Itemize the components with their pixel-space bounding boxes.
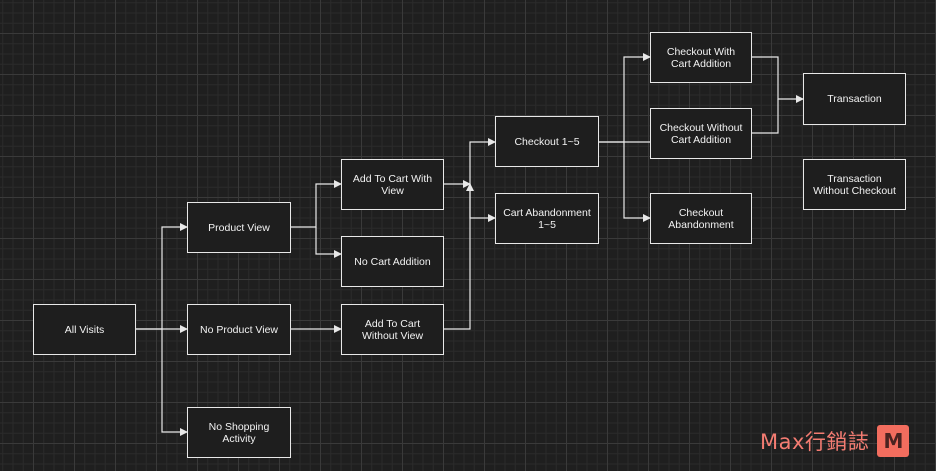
node-product-view[interactable]: Product View	[187, 202, 291, 253]
connector-visits-to-product-view	[135, 223, 188, 330]
node-all-visits-label: All Visits	[64, 323, 105, 336]
node-checkout-without-cart-addition-label: Checkout Without Cart Addition	[659, 121, 743, 146]
node-no-shopping-activity[interactable]: No Shopping Activity	[187, 407, 291, 458]
connector-visits-to-no-shopping	[161, 329, 188, 436]
connector-merge-to-cart-abandonment	[469, 184, 496, 222]
node-no-cart-addition-label: No Cart Addition	[354, 255, 431, 268]
brand-watermark: Max行銷誌 M	[760, 425, 910, 457]
connector-without-cart-to-transaction	[752, 99, 779, 134]
node-no-cart-addition[interactable]: No Cart Addition	[341, 236, 444, 287]
node-no-product-view-label: No Product View	[199, 323, 278, 336]
connector-checkout-to-abandonment	[623, 142, 651, 222]
node-transaction[interactable]: Transaction	[803, 73, 906, 125]
node-product-view-label: Product View	[208, 221, 270, 234]
node-checkout-abandonment[interactable]: Checkout Abandonment	[650, 193, 752, 244]
node-no-product-view[interactable]: No Product View	[187, 304, 291, 355]
node-checkout-1-5-label: Checkout 1~5	[514, 135, 580, 148]
node-add-to-cart-with-view-label: Add To Cart With View	[352, 172, 433, 197]
node-cart-abandonment-1-5[interactable]: Cart Abandonment 1~5	[495, 193, 599, 244]
connector-product-view-to-no-cart	[315, 227, 342, 258]
connector-merge-to-checkout	[469, 138, 496, 184]
node-transaction-without-checkout-label: Transaction Without Checkout	[813, 172, 896, 197]
connector-product-view-to-add-to-cart	[290, 180, 342, 228]
node-checkout-abandonment-label: Checkout Abandonment	[668, 206, 734, 231]
node-checkout-1-5[interactable]: Checkout 1~5	[495, 116, 599, 167]
node-add-to-cart-without-view-label: Add To Cart Without View	[361, 317, 424, 342]
node-transaction-without-checkout[interactable]: Transaction Without Checkout	[803, 159, 906, 210]
node-checkout-without-cart-addition[interactable]: Checkout Without Cart Addition	[650, 108, 752, 159]
node-transaction-label: Transaction	[827, 93, 882, 105]
node-add-to-cart-with-view[interactable]: Add To Cart With View	[341, 159, 444, 210]
node-all-visits[interactable]: All Visits	[33, 304, 136, 355]
node-checkout-with-cart-addition[interactable]: Checkout With Cart Addition	[650, 32, 752, 83]
connector-with-cart-to-transaction	[752, 56, 804, 103]
brand-logo-icon: M	[877, 425, 910, 457]
brand-name: Max行銷誌	[760, 430, 870, 454]
node-add-to-cart-without-view[interactable]: Add To Cart Without View	[341, 304, 444, 355]
node-cart-abandonment-1-5-label: Cart Abandonment 1~5	[503, 206, 591, 231]
connector-checkout-to-with-cart	[598, 53, 651, 143]
connector-add-without-view-merge	[443, 183, 474, 330]
node-checkout-with-cart-addition-label: Checkout With Cart Addition	[666, 45, 736, 70]
node-no-shopping-activity-label: No Shopping Activity	[208, 420, 270, 445]
